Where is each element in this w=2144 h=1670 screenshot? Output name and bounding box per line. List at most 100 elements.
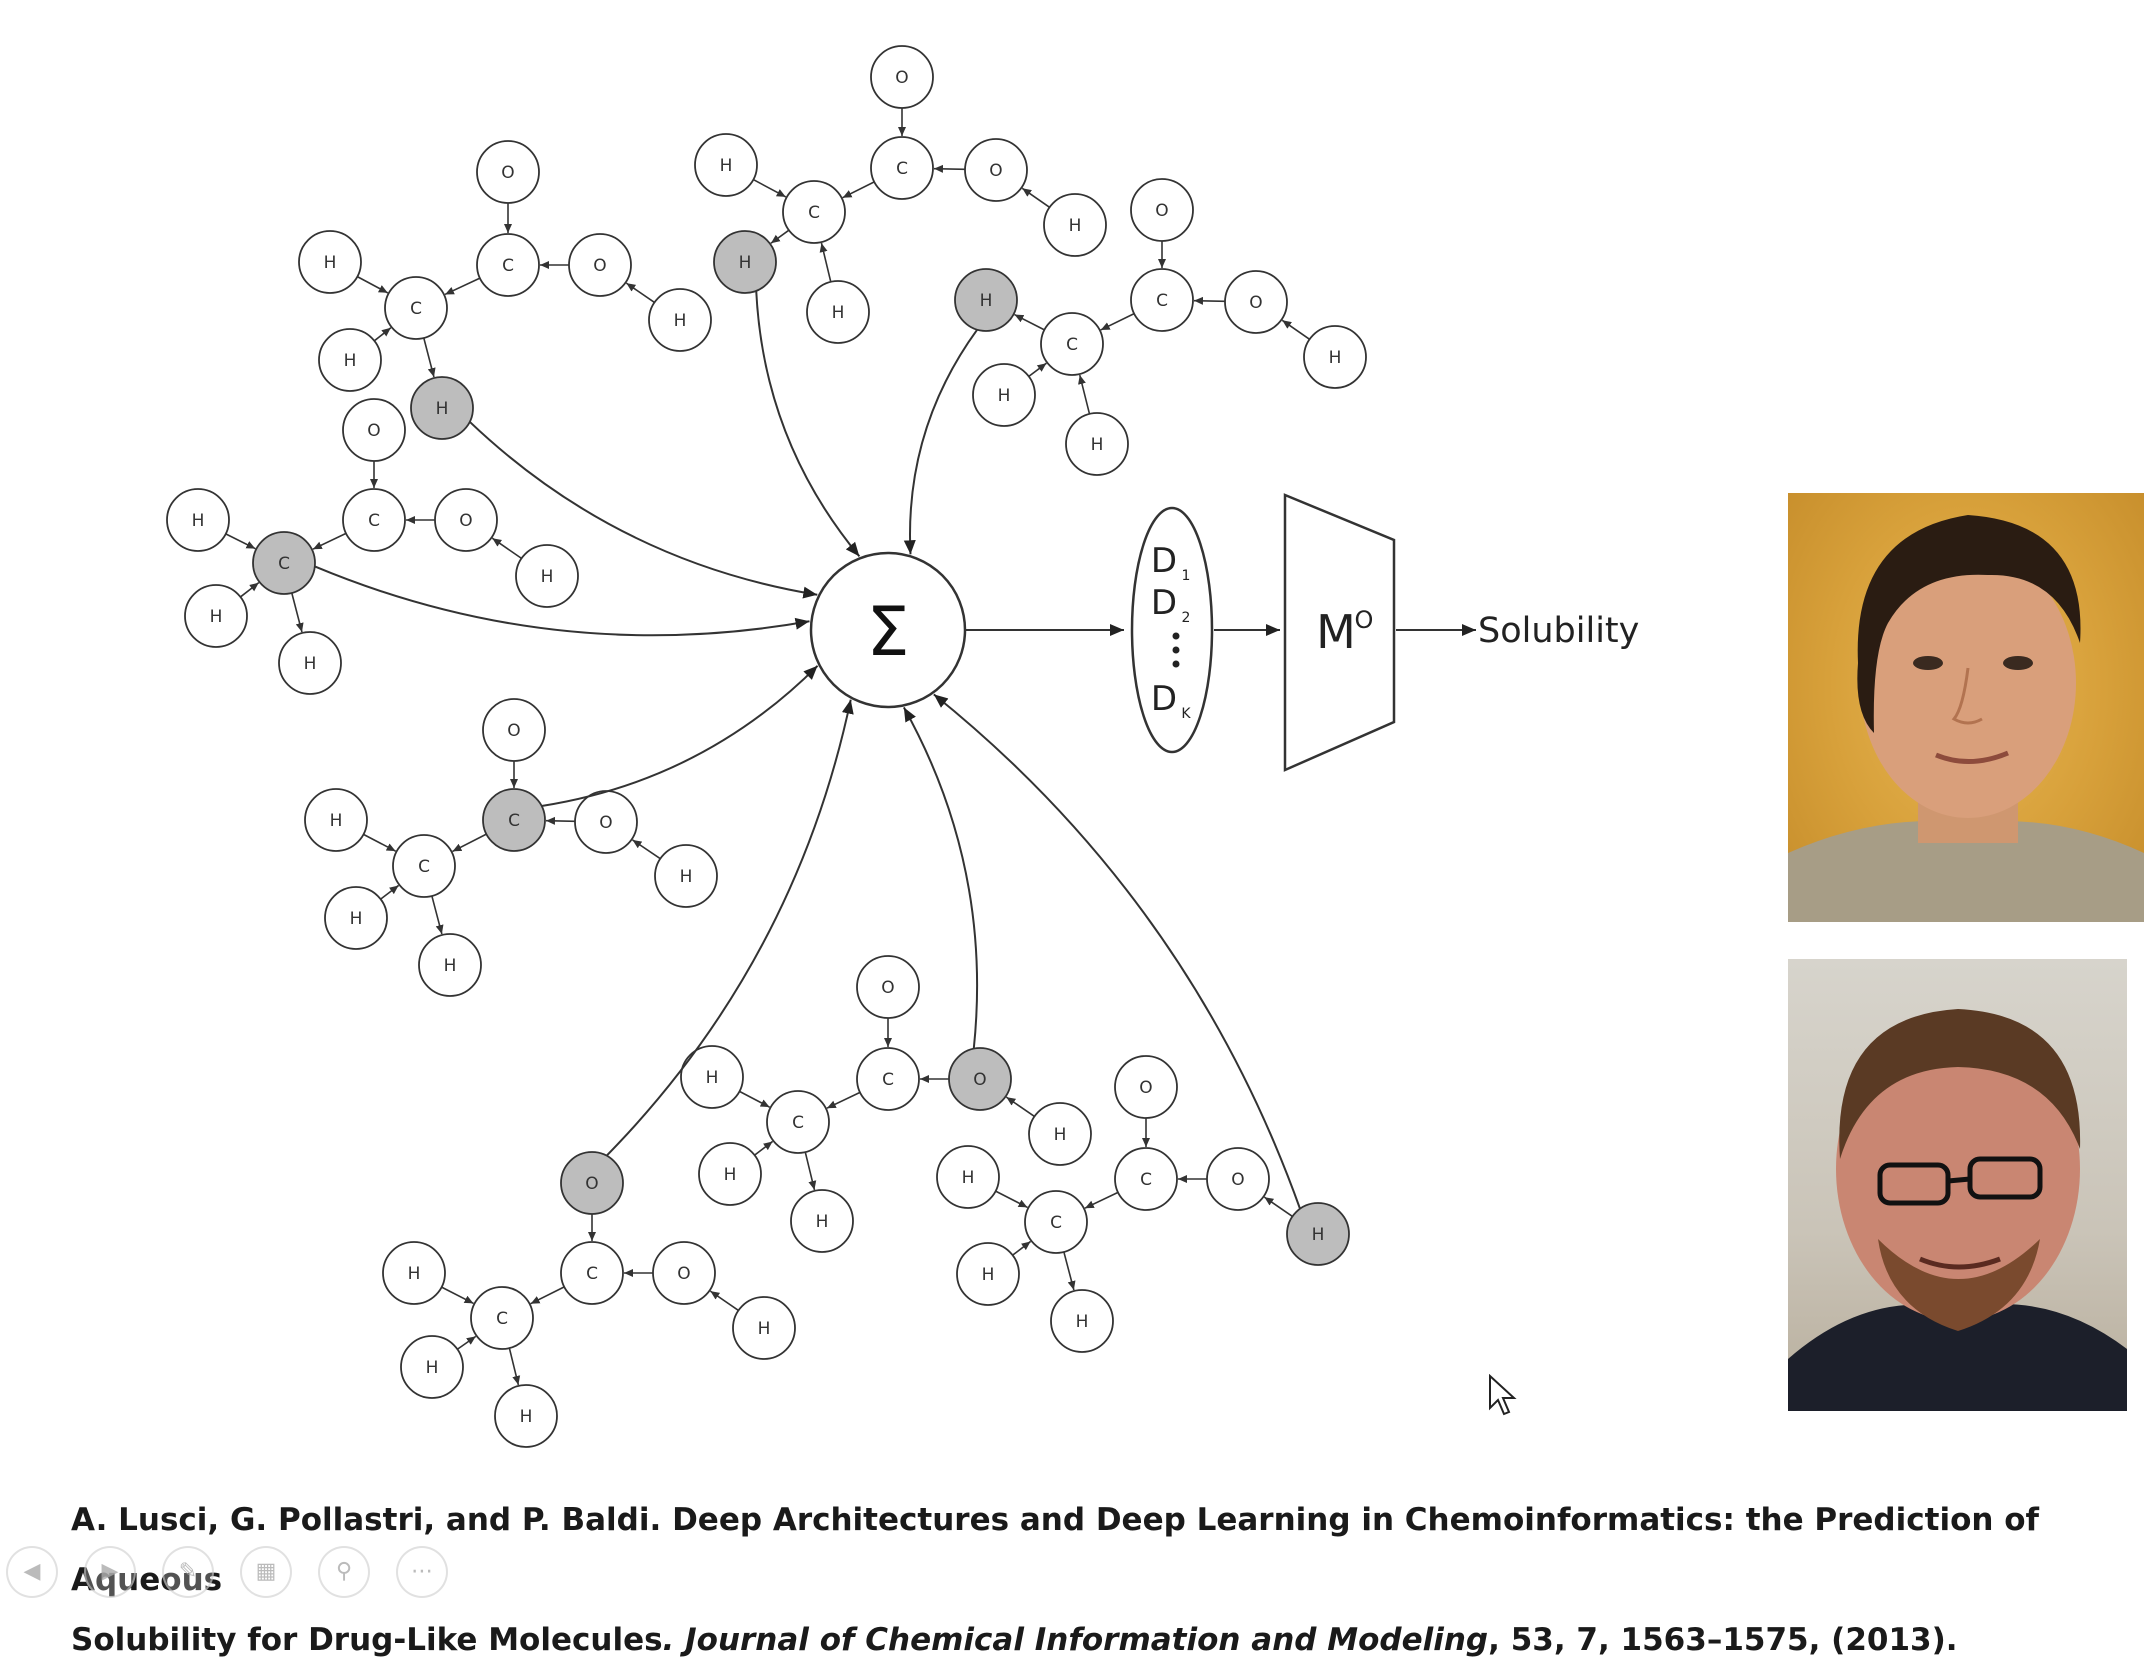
bond-edge: [1005, 1096, 1035, 1118]
aggregation-edge-3: [903, 329, 978, 555]
bond-edge: [373, 327, 392, 342]
slides-icon[interactable]: ▦: [240, 1546, 292, 1598]
zoom-icon[interactable]: ⚲: [318, 1546, 370, 1598]
atom-node-h: H: [410, 376, 474, 440]
svg-text:H: H: [1329, 348, 1342, 368]
descriptor-ellipsis-dots: [1172, 632, 1180, 668]
svg-text:C: C: [508, 811, 520, 831]
bond-edge: [995, 1190, 1028, 1209]
bond-edge: [239, 582, 260, 598]
bond-edge: [625, 282, 655, 304]
atom-node-h: H: [1286, 1202, 1350, 1266]
svg-text:C: C: [882, 1070, 894, 1090]
atom-node-h: H: [790, 1189, 854, 1253]
atom-node-h: H: [304, 788, 368, 852]
svg-text:H: H: [998, 386, 1011, 406]
atom-node-c: C: [476, 233, 540, 297]
svg-text:H: H: [350, 909, 363, 929]
atom-node-h: H: [806, 280, 870, 344]
bond-edge: [819, 242, 832, 283]
bond-edge: [356, 275, 389, 294]
atom-node-o: O: [1206, 1147, 1270, 1211]
descriptor-vector: D 1 D 2 D K: [1130, 506, 1214, 754]
bond-edge: [545, 816, 576, 825]
bond-edge: [752, 178, 787, 198]
svg-text:O: O: [677, 1264, 690, 1284]
previous-icon[interactable]: ◀: [6, 1546, 58, 1598]
svg-text:H: H: [739, 253, 752, 273]
bond-edge: [444, 277, 481, 296]
atom-node-c: C: [1024, 1190, 1088, 1254]
atom-node-o: O: [1130, 178, 1194, 242]
model-label: M: [1316, 605, 1356, 659]
bond-edge: [1078, 374, 1091, 415]
svg-text:H: H: [444, 956, 457, 976]
svg-text:C: C: [278, 554, 290, 574]
svg-text:O: O: [367, 421, 380, 441]
bond-edge: [826, 1091, 861, 1109]
next-icon[interactable]: ▶: [84, 1546, 136, 1598]
atom-node-h: H: [936, 1145, 1000, 1209]
atom-node-o: O: [948, 1047, 1012, 1111]
bond-edge: [441, 1286, 474, 1305]
sum-symbol: Σ: [867, 593, 910, 672]
bond-edge: [491, 537, 522, 560]
aggregation-edge-2: [755, 290, 861, 558]
atom-node-o: O: [574, 790, 638, 854]
atom-node-o: O: [652, 1241, 716, 1305]
svg-text:H: H: [1054, 1125, 1067, 1145]
bond-edge: [1063, 1251, 1076, 1291]
atom-node-c: C: [252, 531, 316, 595]
svg-text:H: H: [1076, 1312, 1089, 1332]
bond-edge: [1263, 1196, 1293, 1218]
atom-node-h: H: [1028, 1102, 1092, 1166]
svg-text:C: C: [1156, 291, 1168, 311]
bond-edge: [1084, 1191, 1119, 1209]
citation-journal: . Journal of Chemical Information and Mo…: [662, 1622, 1489, 1658]
svg-text:H: H: [832, 303, 845, 323]
bond-edge: [312, 532, 347, 550]
atom-node-h: H: [654, 844, 718, 908]
bond-edge: [456, 1335, 477, 1350]
more-icon[interactable]: ⋯: [396, 1546, 448, 1598]
descriptor-subscript-1: 1: [1182, 568, 1191, 584]
bond-edge: [225, 533, 256, 550]
atom-node-h: H: [418, 933, 482, 997]
svg-text:H: H: [344, 351, 357, 371]
aggregation-edge-8: [933, 693, 1301, 1210]
descriptor-label-1: D: [1151, 541, 1177, 581]
aggregation-edge-4: [314, 565, 810, 637]
atom-node-c: C: [1114, 1147, 1178, 1211]
svg-text:H: H: [816, 1212, 829, 1232]
bond-edge: [933, 164, 966, 173]
atom-node-h: H: [694, 133, 758, 197]
atom-node-c: C: [482, 788, 546, 852]
atom-node-h: H: [166, 488, 230, 552]
aggregation-edge-5: [541, 665, 819, 807]
svg-text:H: H: [982, 1265, 995, 1285]
svg-text:H: H: [720, 156, 733, 176]
svg-text:H: H: [980, 291, 993, 311]
svg-text:O: O: [881, 978, 894, 998]
author-photo-1: [1788, 493, 2144, 922]
svg-text:C: C: [418, 857, 430, 877]
bond-edge: [842, 181, 875, 199]
svg-text:C: C: [586, 1264, 598, 1284]
svg-text:H: H: [520, 1407, 533, 1427]
atom-node-o: O: [1224, 270, 1288, 334]
svg-text:C: C: [1050, 1213, 1062, 1233]
mouse-cursor-icon: [1489, 1374, 1517, 1416]
atom-node-h: H: [1065, 412, 1129, 476]
atom-node-h: H: [1050, 1289, 1114, 1353]
svg-text:H: H: [426, 1358, 439, 1378]
pen-icon[interactable]: ✎: [162, 1546, 214, 1598]
atom-node-c: C: [782, 180, 846, 244]
svg-text:H: H: [1069, 216, 1082, 236]
atom-node-h: H: [278, 631, 342, 695]
svg-text:C: C: [808, 203, 820, 223]
atom-node-o: O: [482, 698, 546, 762]
